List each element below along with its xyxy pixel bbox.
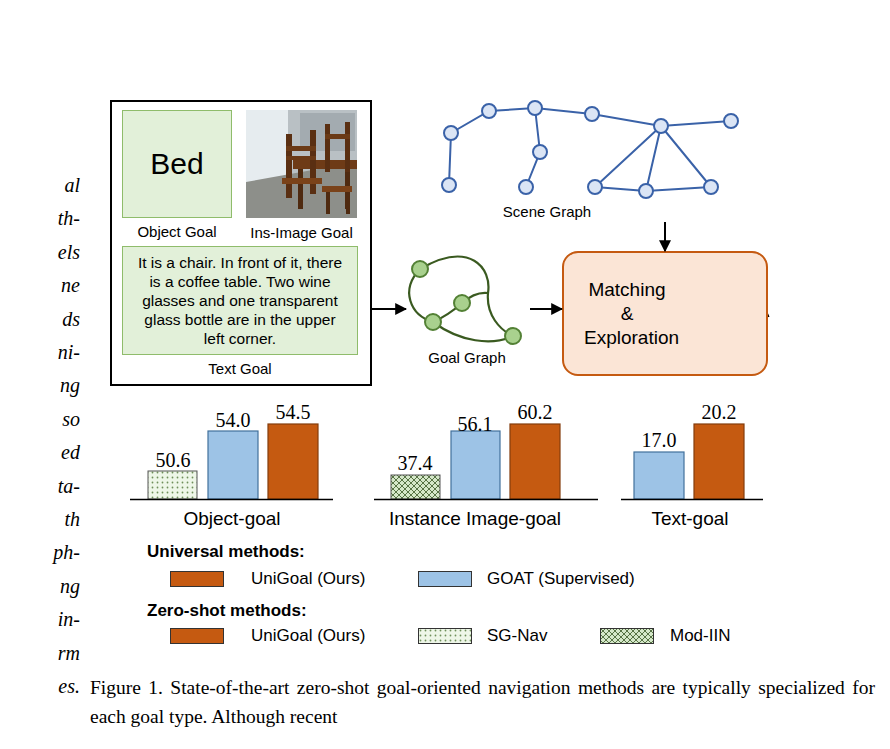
image-goal-box: Ins-Image Goal xyxy=(246,110,357,218)
module-label: Matching & Exploration xyxy=(584,278,670,350)
room-photo xyxy=(246,110,357,218)
body-text-fragment: ds xyxy=(62,307,80,330)
arrow-connector xyxy=(372,308,406,310)
graph-label: Scene Graph xyxy=(503,203,591,220)
goal-graph-nodes xyxy=(412,261,521,344)
arrow-connector xyxy=(664,222,666,251)
bar-value: 60.2 xyxy=(518,401,553,424)
graph-label: Goal Graph xyxy=(428,349,506,366)
body-text-fragment: ph- xyxy=(53,541,80,564)
goal-word: Bed xyxy=(150,147,203,181)
legend-pattern-swatch xyxy=(418,628,472,644)
pattern-fill xyxy=(601,629,654,644)
body-text-fragment: rm xyxy=(58,641,80,664)
bar-value: 20.2 xyxy=(702,401,737,424)
bar-value: 54.0 xyxy=(216,409,251,432)
legend-text: Mod-IIN xyxy=(670,626,730,646)
body-text-fragment: al xyxy=(64,174,80,197)
body-text-fragment: ng xyxy=(60,374,80,397)
axis-category: Object-goal xyxy=(183,508,280,530)
body-text-fragment: so xyxy=(62,407,80,430)
goal-graph-drawing xyxy=(409,257,513,342)
bar-value: 56.1 xyxy=(458,413,493,436)
bar-value: 17.0 xyxy=(642,429,677,452)
goal-type-label: Ins-Image Goal xyxy=(250,224,353,241)
body-text-fragment: els xyxy=(58,240,80,263)
legend-text: SG-Nav xyxy=(487,626,547,646)
legend-text: GOAT (Supervised) xyxy=(487,569,635,589)
body-text-fragment: ne xyxy=(61,274,80,297)
bar-chart xyxy=(130,424,763,500)
scene-graph-nodes xyxy=(442,101,738,198)
text-goal-box: It is a chair. In front of it, there is … xyxy=(122,246,358,355)
goal-description: It is a chair. In front of it, there is … xyxy=(132,253,348,348)
axis-category: Text-goal xyxy=(651,508,728,530)
legend-swatch xyxy=(418,571,472,587)
legend-swatch xyxy=(170,628,224,644)
matching-module: Matching & Exploration xyxy=(562,251,768,376)
body-text-fragment: in- xyxy=(58,608,80,631)
body-text-fragment: ng xyxy=(60,574,80,597)
axis-category: Instance Image-goal xyxy=(389,508,561,530)
scene-graph-drawing xyxy=(449,108,731,191)
legend-pattern-swatch xyxy=(600,628,654,644)
body-text-fragment: ta- xyxy=(58,474,80,497)
pattern-fill xyxy=(419,629,472,644)
legend-swatch xyxy=(170,571,224,587)
body-text-fragment: ed xyxy=(61,441,80,464)
body-text-fragment: es. xyxy=(58,675,80,698)
goal-input-frame: BedObject GoalIns-Image GoalIt is a chai… xyxy=(110,100,372,386)
figure-caption: Figure 1. State-of-the-art zero-shot goa… xyxy=(90,673,875,731)
goal-graph: Goal Graph xyxy=(406,255,530,369)
scene-graph: Scene Graph xyxy=(440,100,740,222)
bar-value: 50.6 xyxy=(156,449,191,472)
legend-text: UniGoal (Ours) xyxy=(251,626,365,646)
bar-value: 37.4 xyxy=(398,452,433,475)
body-text-fragment: th xyxy=(64,508,80,531)
bar-value: 54.5 xyxy=(276,401,311,424)
object-goal-box: BedObject Goal xyxy=(122,110,232,218)
goal-type-label: Object Goal xyxy=(137,223,216,240)
legend-text: UniGoal (Ours) xyxy=(251,569,365,589)
legend-heading: Universal methods: xyxy=(147,542,305,562)
body-text-fragment: ni- xyxy=(58,341,80,364)
body-text-fragment: th- xyxy=(58,207,80,230)
legend-heading: Zero-shot methods: xyxy=(147,601,307,621)
goal-type-label: Text Goal xyxy=(208,360,271,377)
arrow-connector xyxy=(530,308,562,310)
